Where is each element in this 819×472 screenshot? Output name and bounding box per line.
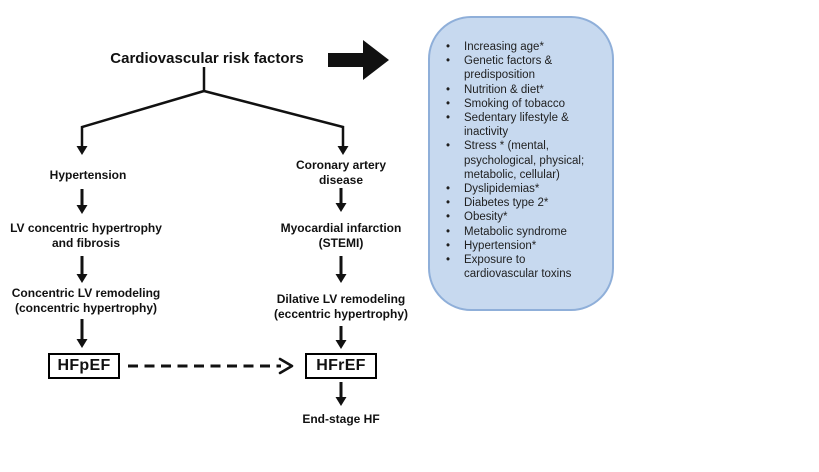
bullet-icon: • <box>446 55 451 68</box>
risk-factor-text: Smoking of tobacco <box>464 97 566 110</box>
risk-factor-item: • Sedentary lifestyle & inactivity <box>442 111 608 139</box>
node-hfref-box: HFrEF <box>305 353 377 379</box>
risk-factors-box: • Increasing age* • Genetic factors & pr… <box>428 16 614 311</box>
bullet-icon: • <box>446 41 451 53</box>
risk-factor-text: Obesity* <box>464 211 508 224</box>
risk-factor-item: • Dyslipidemias* <box>442 182 608 196</box>
bullet-icon: • <box>446 254 451 267</box>
bullet-icon: • <box>446 83 451 96</box>
risk-factor-item: • Stress * (mental, psychological, physi… <box>442 139 608 182</box>
node-myocardial-infarction: Myocardial infarction (STEMI) <box>280 221 402 250</box>
big-right-arrow-icon <box>328 40 389 80</box>
risk-factor-text: Stress * (mental, psychological, physica… <box>464 140 585 181</box>
node-dilative-lv-remodeling: Dilative LV remodeling (eccentric hypert… <box>273 292 409 321</box>
bullet-icon: • <box>446 97 451 110</box>
risk-factor-item: • Nutrition & diet* <box>442 83 608 97</box>
bullet-icon: • <box>446 197 451 210</box>
risk-factor-text: Dyslipidemias* <box>464 183 540 196</box>
bullet-icon: • <box>446 183 451 196</box>
risk-factors-list: • Increasing age* • Genetic factors & pr… <box>442 40 608 281</box>
bullet-icon: • <box>446 225 451 238</box>
risk-factor-item: • Genetic factors & predisposition <box>442 54 608 82</box>
risk-factor-item: • Obesity* <box>442 210 608 224</box>
risk-factor-item: • Hypertension* <box>442 239 608 253</box>
bullet-icon: • <box>446 140 451 153</box>
risk-factor-text: Hypertension* <box>464 239 537 252</box>
risk-factor-item: • Diabetes type 2* <box>442 196 608 210</box>
risk-factor-text: Exposure to cardiovascular toxins <box>464 254 572 281</box>
bullet-icon: • <box>446 239 451 252</box>
node-lv-concentric-hypertrophy: LV concentric hypertrophy and fibrosis <box>10 221 162 250</box>
bullet-icon: • <box>446 112 451 125</box>
risk-factor-text: Diabetes type 2* <box>464 197 549 210</box>
risk-factor-item: • Smoking of tobacco <box>442 97 608 111</box>
node-hypertension: Hypertension <box>49 168 127 182</box>
dashed-arrowhead-icon <box>278 357 294 375</box>
node-coronary-artery-disease: Coronary artery disease <box>295 158 387 187</box>
risk-factor-item: • Increasing age* <box>442 40 608 54</box>
risk-factor-text: Genetic factors & predisposition <box>464 55 553 82</box>
risk-factor-text: Increasing age* <box>464 41 544 53</box>
risk-factor-text: Nutrition & diet* <box>464 83 544 96</box>
risk-factor-item: • Metabolic syndrome <box>442 225 608 239</box>
tree-branch-left-arrow <box>76 89 205 155</box>
risk-factor-text: Metabolic syndrome <box>464 225 567 238</box>
node-end-stage-hf: End-stage HF <box>302 412 380 426</box>
risk-factor-item: • Exposure to cardiovascular toxins <box>442 253 608 281</box>
risk-factor-text: Sedentary lifestyle & inactivity <box>464 112 569 139</box>
bullet-icon: • <box>446 211 451 224</box>
diagram-title: Cardiovascular risk factors <box>110 50 304 67</box>
node-hfpef-box: HFpEF <box>48 353 120 379</box>
node-concentric-lv-remodeling: Concentric LV remodeling (concentric hyp… <box>11 286 161 315</box>
tree-branch-right-arrow <box>203 89 349 155</box>
